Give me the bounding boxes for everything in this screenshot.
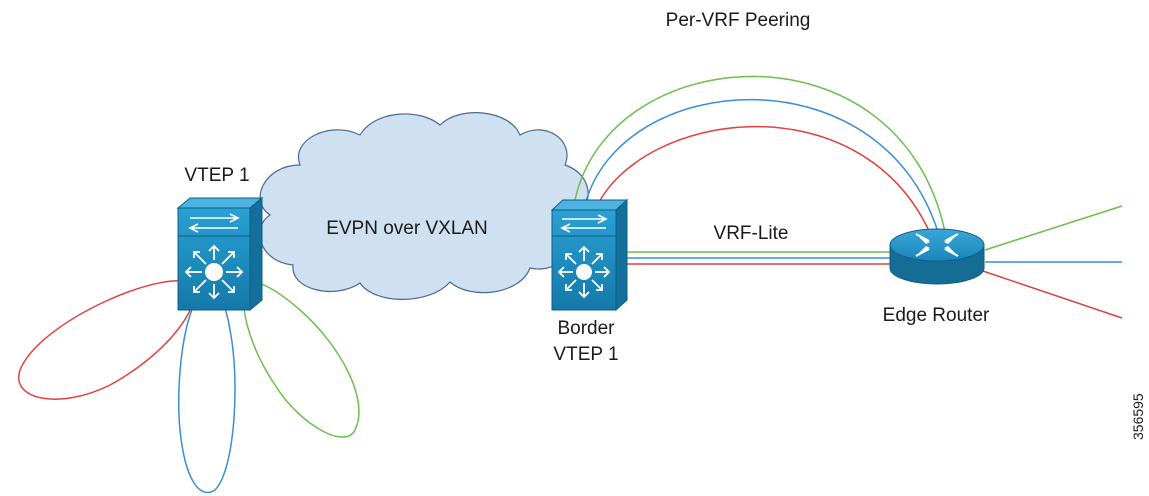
peering-arc-red [594, 125, 931, 234]
blue-loop [178, 289, 236, 494]
peering-arc-blue [584, 98, 939, 233]
border-vtep-switch-icon [550, 198, 629, 312]
green-loop [242, 280, 360, 438]
vtep1-switch-icon [176, 196, 264, 312]
figure-id-label: 356595 [1130, 393, 1146, 440]
vtep1-label: VTEP 1 [184, 165, 250, 186]
per-vrf-peering-label: Per-VRF Peering [665, 10, 811, 31]
edge-out-green [984, 205, 1123, 251]
vrf-lite-label: VRF-Lite [713, 223, 789, 244]
edge-router-icon [889, 228, 985, 285]
edge-router-label: Edge Router [882, 305, 990, 326]
border-label: Border [557, 318, 615, 339]
peering-arc-green [574, 75, 946, 233]
cloud-icon [259, 112, 589, 300]
evpn-cloud-label: EVPN over VXLAN [326, 218, 488, 239]
edge-out-red [979, 269, 1123, 319]
red-loop [17, 280, 197, 400]
border-vtep-label: VTEP 1 [553, 344, 619, 365]
